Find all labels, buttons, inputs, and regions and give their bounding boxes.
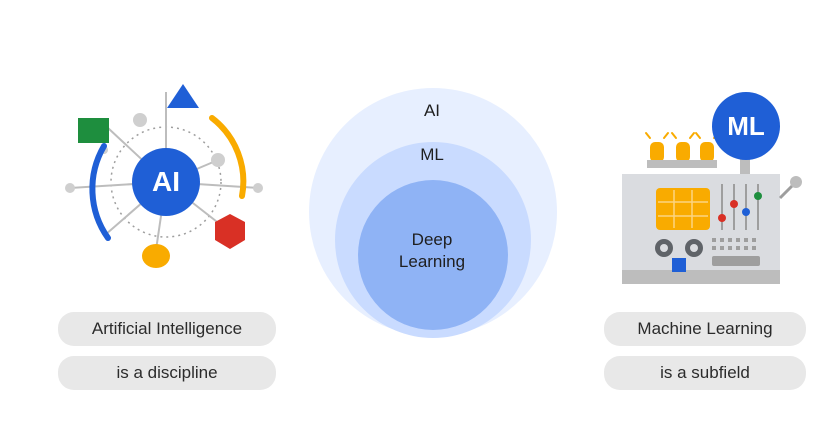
deep-learning-label-line2: Learning — [398, 252, 466, 271]
machine-learning-pill: Machine Learning — [604, 312, 806, 346]
green-square-icon — [78, 118, 109, 143]
ml-badge — [712, 92, 780, 160]
red-hexagon-icon — [215, 214, 245, 249]
ml-circle-label: ML — [420, 145, 444, 164]
blue-triangle-icon — [167, 84, 199, 108]
ml-badge-label: ML — [727, 111, 765, 141]
discipline-pill: is a discipline — [58, 356, 276, 390]
deep-learning-label-line1: Deep — [411, 230, 453, 249]
ai-badge-label: AI — [152, 166, 180, 197]
artificial-intelligence-pill: Artificial Intelligence — [58, 312, 276, 346]
subfield-pill: is a subfield — [604, 356, 806, 390]
yellow-node-icon — [142, 244, 170, 268]
deep-learning-circle — [358, 180, 508, 330]
ai-circle-label: AI — [423, 101, 441, 120]
deep-learning-label: Deep Learning — [372, 229, 492, 273]
ai-badge — [132, 148, 200, 216]
